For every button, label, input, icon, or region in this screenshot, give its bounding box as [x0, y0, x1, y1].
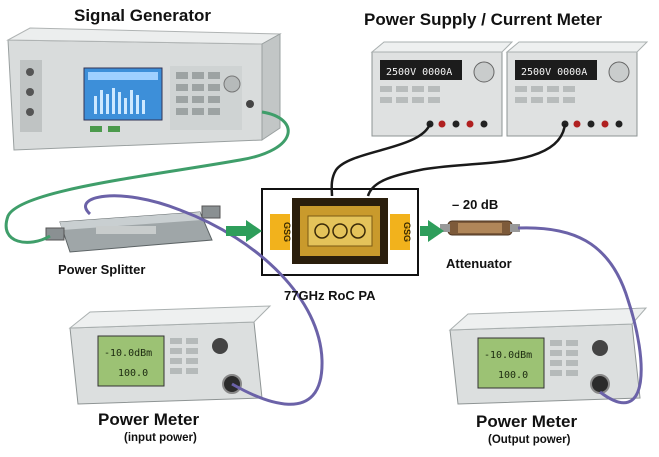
power-meter-right-subtitle: (Output power): [488, 434, 571, 446]
gsg-label-left: GSG: [282, 222, 292, 242]
green-rf-cable: [4, 110, 290, 244]
arrow-pa-to-attenuator: [420, 220, 444, 242]
power-meter-left-reading: -10.0dBm: [104, 348, 152, 359]
dc-cable-left: [330, 123, 432, 197]
attenuation-value-label: – 20 dB: [452, 197, 499, 212]
power-supply-right: [505, 41, 649, 137]
gsg-pad-right: [390, 214, 410, 250]
power-supply-left-display-text: 2500V 0000A: [386, 67, 452, 78]
arrow-splitter-to-pa: [226, 220, 262, 242]
gsg-pad-left: [270, 214, 290, 250]
power-supply-left-display: [380, 60, 462, 80]
power-supply-label: Power Supply / Current Meter: [364, 10, 603, 29]
power-meter-right-reading: -10.0dBm: [484, 350, 532, 361]
attenuator-label: Attenuator: [446, 256, 512, 271]
power-meter-left: [68, 305, 272, 405]
power-supply-left: [370, 41, 514, 137]
power-splitter-label: Power Splitter: [58, 262, 146, 277]
power-meter-right-title: Power Meter: [476, 412, 578, 431]
power-meter-left-title: Power Meter: [98, 410, 200, 429]
power-meter-left-subtitle: (input power): [124, 432, 197, 444]
purple-cable-output: [517, 226, 643, 405]
dc-cable-right: [366, 123, 567, 197]
signal-generator-instrument: [6, 27, 282, 151]
attenuator-device: [440, 220, 520, 236]
power-meter-right-screen: [477, 337, 545, 389]
power-splitter-device: [45, 205, 221, 253]
power-supply-right-display: [515, 60, 597, 80]
power-meter-right-reading-2: 100.0: [498, 370, 528, 381]
power-supply-right-display-text: 2500V 0000A: [521, 67, 587, 78]
power-meter-right: [448, 307, 648, 405]
power-meter-left-reading-2: 100.0: [118, 368, 148, 379]
pa-chip-module: [261, 188, 419, 276]
power-meter-left-screen: [97, 335, 165, 387]
pa-label: 77GHz RoC PA: [284, 288, 376, 303]
purple-cable-input: [84, 194, 324, 406]
gsg-label-right: GSG: [402, 222, 412, 242]
signal-generator-label: Signal Generator: [74, 6, 211, 25]
